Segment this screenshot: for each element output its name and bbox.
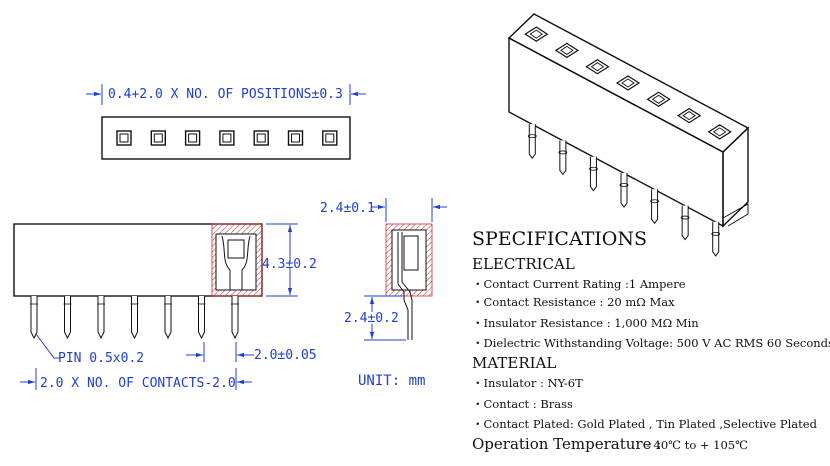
width-dimension: 2.4±0.1 — [320, 201, 375, 216]
material-heading: MATERIAL — [472, 354, 556, 372]
top-hole — [184, 130, 201, 146]
spec-contact-resistance: ・Contact Resistance : 20 mΩ Max — [472, 295, 675, 309]
front-pin — [197, 296, 206, 340]
top-view: 0.4+2.0 X NO. OF POSITIONS±0.3 — [86, 84, 366, 160]
top-length-dimension: 0.4+2.0 X NO. OF POSITIONS±0.3 — [108, 87, 343, 102]
top-hole — [287, 130, 304, 146]
iso-hole — [677, 107, 702, 124]
side-view: 2.4±0.1 2.4±0.2 UNIT: mm — [320, 198, 447, 389]
iso-hole — [615, 75, 641, 91]
iso-hole — [646, 91, 671, 107]
top-hole — [322, 130, 338, 146]
electrical-heading: ELECTRICAL — [472, 255, 575, 273]
spec-title: SPECIFICATIONS — [472, 228, 647, 250]
unit-label: UNIT: mm — [358, 373, 425, 389]
spec-contact-plated: ・Contact Plated: Gold Plated , Tin Plate… — [472, 417, 818, 431]
iso-hole — [707, 124, 732, 140]
top-view-holes — [116, 130, 338, 146]
iso-pin — [711, 221, 721, 257]
iso-pin — [619, 173, 629, 208]
specifications: SPECIFICATIONS ELECTRICAL ・Contact Curre… — [472, 228, 830, 453]
top-hole — [150, 130, 167, 146]
spec-contact: ・Contact : Brass — [472, 397, 573, 411]
top-hole — [253, 130, 269, 146]
iso-hole — [585, 59, 610, 75]
operation-temperature-label: Operation Temperature : — [472, 435, 661, 453]
spec-insulator: ・Insulator : NY-6T — [472, 376, 583, 390]
front-pin — [231, 296, 239, 340]
iso-pin — [680, 205, 690, 241]
top-view-body — [101, 116, 351, 160]
front-view: 4.3±0.2 PIN 0.5x0.2 2.0±0.05 2.0 X NO. O… — [13, 223, 317, 391]
front-pin — [130, 296, 139, 340]
front-pin — [164, 296, 172, 340]
top-hole — [219, 130, 235, 146]
front-pin — [63, 296, 72, 340]
isometric-pins — [527, 124, 721, 257]
front-pin — [97, 296, 105, 340]
spec-insulator-resistance: ・Insulator Resistance : 1,000 MΩ Min — [472, 316, 699, 330]
spec-current-rating: ・Contact Current Rating :1 Ampere — [472, 277, 686, 291]
pin-length-dimension: 2.4±0.2 — [344, 311, 399, 326]
height-dimension: 4.3±0.2 — [262, 257, 317, 272]
isometric-view — [507, 13, 750, 257]
top-hole — [116, 130, 132, 146]
pin-size-dimension: PIN 0.5x0.2 — [58, 351, 144, 366]
isometric-holes — [524, 26, 732, 140]
operation-temperature-value: - 40℃ to + 105℃ — [646, 438, 748, 452]
pitch-dimension: 2.0±0.05 — [254, 348, 317, 363]
iso-pin — [650, 189, 659, 225]
iso-pin — [589, 156, 598, 192]
front-view-pins — [30, 296, 239, 340]
front-pin — [30, 296, 38, 340]
iso-pin — [558, 140, 568, 176]
iso-hole — [524, 26, 549, 42]
spec-dielectric-voltage: ・Dielectric Withstanding Voltage: 500 V … — [472, 336, 830, 350]
iso-pin — [527, 124, 537, 159]
bottom-length-dimension: 2.0 X NO. OF CONTACTS-2.0 — [40, 376, 236, 391]
iso-hole — [554, 42, 579, 59]
